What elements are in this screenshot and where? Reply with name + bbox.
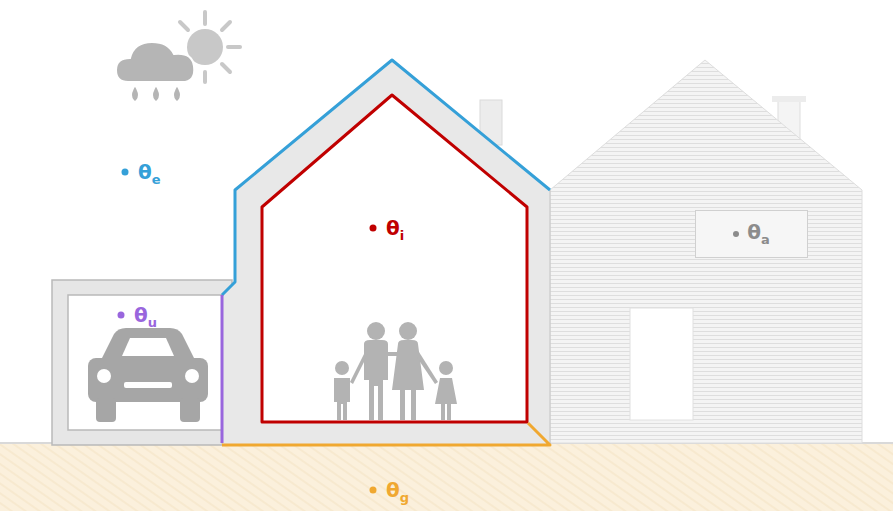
temperature-label: θi [386,218,404,242]
house-wall [222,60,550,445]
weather-icon [116,12,240,99]
ground-boundary [222,423,550,445]
temperature-label: θe [138,162,161,186]
car-icon [88,328,208,422]
temperature-label: θg [386,480,409,504]
family-icon [334,322,457,420]
neighbour-house [550,60,862,443]
heated-space [262,95,527,422]
exterior-boundary [222,60,550,295]
temperature-label: θa [747,222,770,246]
label-bullet [733,231,739,237]
label-bullets [118,169,377,494]
temperature-label: θu [134,305,157,329]
zone-box: θa [695,210,808,258]
interior-boundary [262,95,527,422]
ground [0,443,893,511]
garage [52,280,232,445]
unheated-boundary [221,295,224,443]
